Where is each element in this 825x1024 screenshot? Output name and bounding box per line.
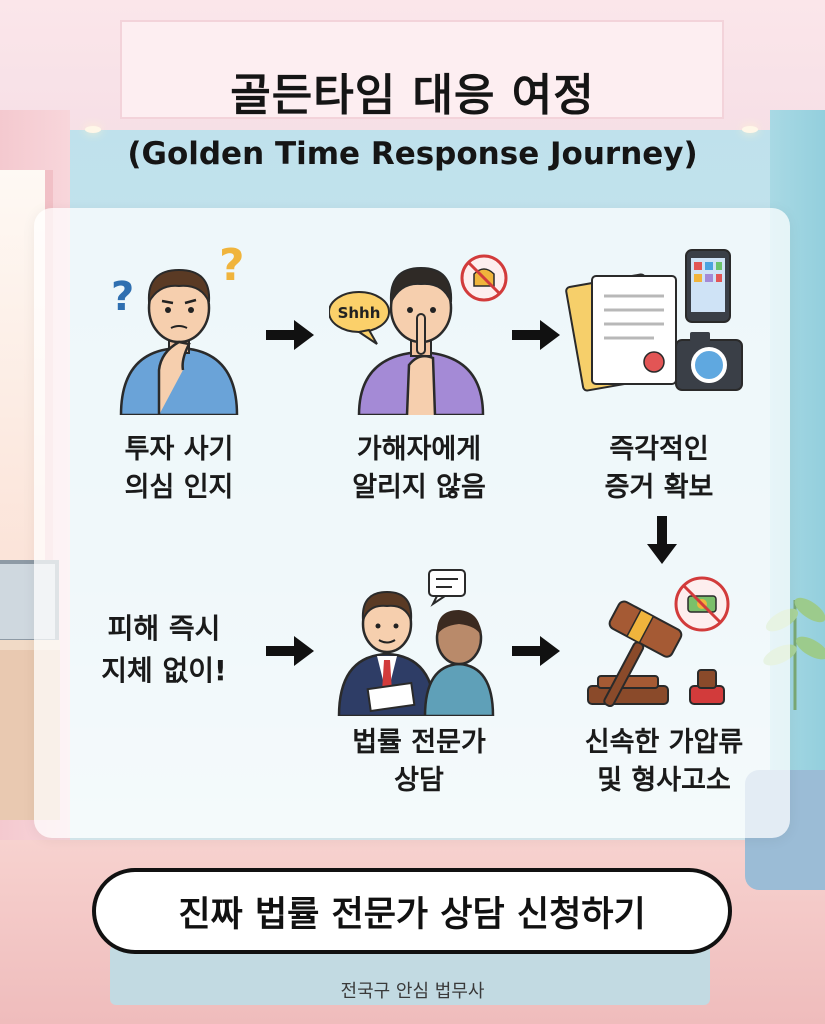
gavel-icon [587,576,730,708]
step-label-1: 투자 사기 의심 인지 [124,434,234,503]
title-block: 골든타임 대응 여정 (Golden Time Response Journey… [0,66,825,176]
step-label-2: 가해자에게 알리지 않음 [352,434,486,503]
svg-text:?: ? [111,274,134,320]
shh-bubble-text: Shhh [338,304,381,322]
arrow-down-icon [647,516,677,564]
journey-card: ? ? 투자 사기 의심 인지 Shhh [34,208,790,838]
confused-person-icon: ? ? [111,240,245,415]
cta-label-text: 진짜 법률 전문가 상담 신청하기 [178,894,646,935]
ceiling-lamp-left [85,126,101,133]
step-2: Shhh 가해자에게 알리지 않음 [314,240,524,507]
arrow-right-icon [512,320,560,350]
step-label-5: 법률 전문가 상담 [352,727,486,796]
ceiling-panel [120,20,724,119]
rug [110,945,710,1005]
evidence-documents-icon [565,249,743,392]
consultation-request-button[interactable]: 진짜 법률 전문가 상담 신청하기 [92,868,732,954]
step-6: 신속한 가압류 및 형사고소 [554,574,774,800]
step-1: ? ? 투자 사기 의심 인지 [74,240,284,507]
step-3: 즉각적인 증거 확보 [559,240,759,507]
arrow-right-icon [512,636,560,666]
ceiling-lamp-right [742,126,758,133]
shh-person-icon: Shhh [329,254,508,415]
lawyer-consultation-icon [337,569,495,716]
footer-brand: 전국구 안심 법무사 [340,981,485,1002]
step-label-6: 신속한 가압류 및 형사고소 [584,727,744,796]
step-5: 법률 전문가 상담 [314,566,524,800]
arrow-right-icon [266,320,314,350]
svg-text:?: ? [219,240,245,291]
arrow-right-icon [266,636,314,666]
step-4: 피해 즉시 지체 없이! [64,608,264,692]
page-subtitle: (Golden Time Response Journey) [127,136,698,172]
page-title: 골든타임 대응 여정 [230,70,595,121]
cta-label: 진짜 법률 전문가 상담 신청하기 [172,886,653,937]
step-label-4: 피해 즉시 지체 없이! [101,612,227,687]
step-label-3: 즉각적인 증거 확보 [604,434,714,503]
